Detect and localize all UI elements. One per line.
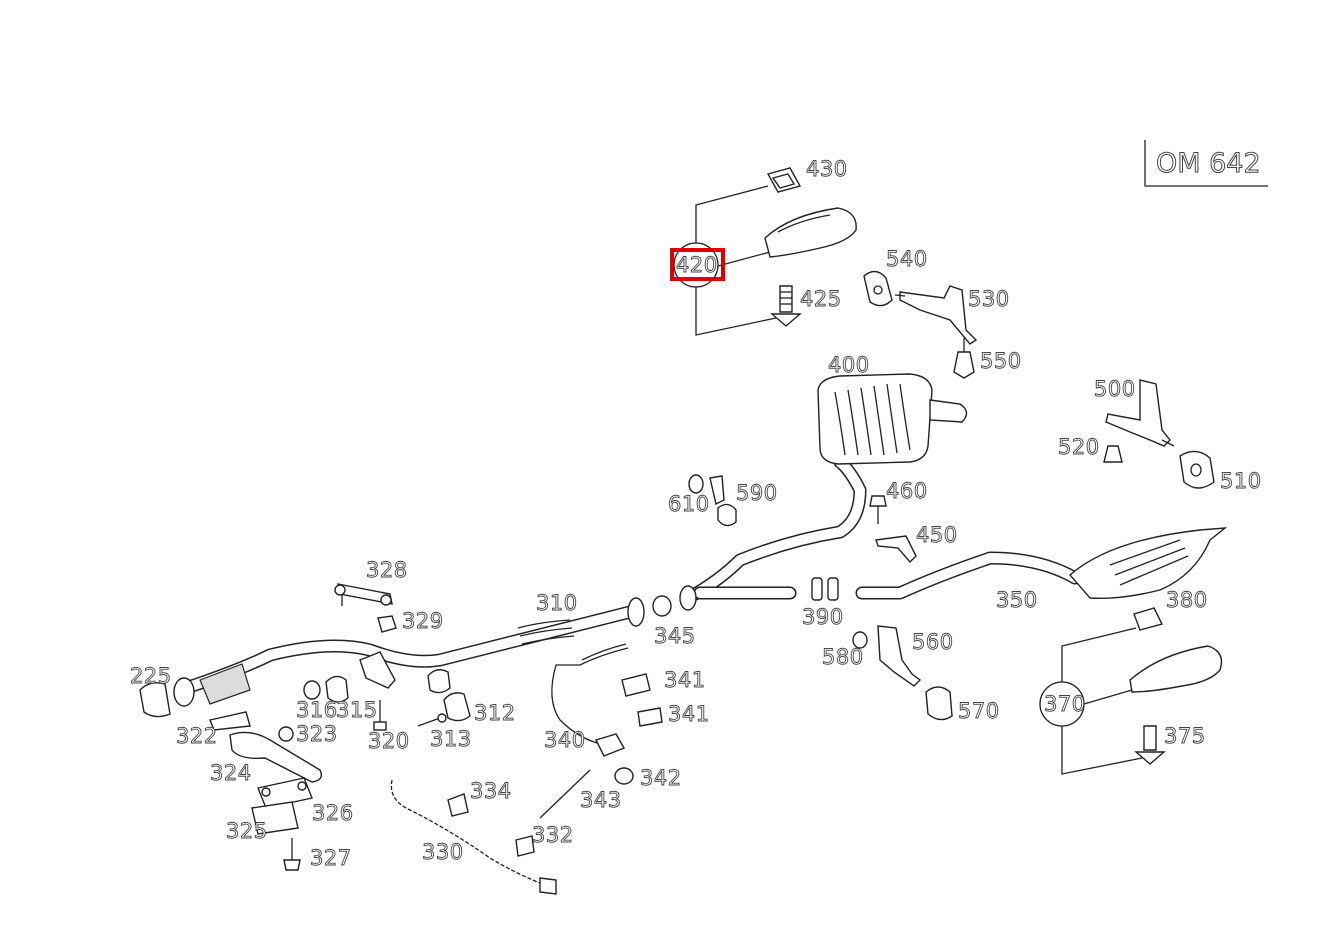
holder-341a: [621, 673, 651, 697]
clip-334: [447, 793, 469, 817]
label-450[interactable]: 450: [916, 523, 958, 548]
tailpipe-trim-420: [764, 207, 857, 258]
sensor-340: [595, 733, 626, 757]
sensor-cables: [390, 643, 663, 895]
label-350[interactable]: 350: [996, 588, 1038, 613]
bolt-460: [869, 495, 887, 507]
holder-341b: [637, 707, 663, 727]
hangers-right: [688, 379, 1215, 721]
label-380[interactable]: 380: [1166, 588, 1208, 613]
label-323[interactable]: 323: [296, 722, 338, 747]
label-326[interactable]: 326: [312, 801, 354, 826]
label-325[interactable]: 325: [226, 819, 268, 844]
rubber-315: [325, 675, 349, 703]
label-510[interactable]: 510: [1220, 469, 1262, 494]
hanger-group-530: [863, 270, 978, 379]
label-460[interactable]: 460: [886, 479, 928, 504]
nut-323: [278, 726, 294, 742]
label-370[interactable]: 370: [1044, 692, 1086, 717]
bracket-500: [1105, 379, 1171, 447]
label-375[interactable]: 375: [1164, 724, 1206, 749]
small-parts-left: [209, 583, 471, 871]
label-550[interactable]: 550: [980, 349, 1022, 374]
label-332[interactable]: 332: [532, 823, 574, 848]
clamp-345: [652, 595, 672, 617]
exhaust-pipe-system: [139, 373, 1228, 718]
catalyst-225-section: [199, 663, 251, 705]
label-345[interactable]: 345: [654, 624, 696, 649]
rubber-510: [1179, 450, 1215, 489]
bushing-312: [443, 692, 471, 722]
bracket-450: [875, 535, 917, 564]
label-330[interactable]: 330: [422, 840, 464, 865]
washer-316: [303, 680, 321, 700]
label-328[interactable]: 328: [366, 558, 408, 583]
bracket-322: [209, 711, 251, 731]
label-310[interactable]: 310: [536, 591, 578, 616]
sensor-330: [539, 877, 557, 895]
nut-610: [688, 474, 704, 494]
label-315[interactable]: 315: [336, 698, 378, 723]
label-341b[interactable]: 341: [668, 702, 710, 727]
bolt-520: [1103, 445, 1123, 463]
grommet-342: [614, 767, 634, 785]
label-320[interactable]: 320: [368, 729, 410, 754]
engine-label: OM 642: [1156, 148, 1261, 179]
label-570[interactable]: 570: [958, 699, 1000, 724]
bolt-550: [953, 351, 975, 379]
label-313[interactable]: 313: [430, 727, 472, 752]
label-530[interactable]: 530: [968, 287, 1010, 312]
label-343[interactable]: 343: [580, 788, 622, 813]
plate-325: [251, 801, 299, 835]
label-590[interactable]: 590: [736, 481, 778, 506]
label-420[interactable]: 420: [676, 253, 718, 278]
screw-375: [1143, 725, 1157, 751]
label-500[interactable]: 500: [1094, 377, 1136, 402]
label-225[interactable]: 225: [130, 664, 172, 689]
pipe-flange-front: [173, 677, 195, 707]
tailpipe-trim-370: [1129, 645, 1223, 693]
rubber-570: [925, 686, 953, 721]
label-520[interactable]: 520: [1058, 435, 1100, 460]
probe-343: [539, 769, 591, 819]
label-341a[interactable]: 341: [664, 668, 706, 693]
label-334[interactable]: 334: [470, 779, 512, 804]
clamp-390: [811, 577, 823, 601]
label-425[interactable]: 425: [800, 287, 842, 312]
label-324[interactable]: 324: [210, 761, 252, 786]
part-labels: 430 420 425 540 530 550 400 500 520 510 …: [130, 157, 1262, 871]
clip-380: [1133, 607, 1164, 631]
label-312[interactable]: 312: [474, 701, 516, 726]
highlight-box: [670, 248, 725, 281]
engine-label-box: OM 642: [1144, 140, 1268, 187]
rubber-590: [717, 503, 737, 527]
plate-324: [229, 731, 323, 783]
bolt-327: [283, 859, 301, 871]
label-430[interactable]: 430: [806, 157, 848, 182]
label-316[interactable]: 316: [296, 698, 338, 723]
clip-332: [515, 835, 535, 857]
label-560[interactable]: 560: [912, 630, 954, 655]
label-610[interactable]: 610: [668, 492, 710, 517]
label-400[interactable]: 400: [828, 353, 870, 378]
rubber-mount-540: [863, 270, 893, 307]
label-342[interactable]: 342: [640, 766, 682, 791]
nut-329: [377, 615, 397, 633]
label-340[interactable]: 340: [544, 728, 586, 753]
label-327[interactable]: 327: [310, 846, 352, 871]
label-580[interactable]: 580: [822, 645, 864, 670]
group-370-tailpipe-trim: [1039, 607, 1223, 775]
clamp-225: [139, 682, 171, 718]
label-322[interactable]: 322: [176, 724, 218, 749]
silencer-400: [817, 373, 933, 465]
label-390[interactable]: 390: [802, 605, 844, 630]
group-420-tailpipe-trim: [673, 167, 857, 336]
bracket-530: [899, 285, 978, 345]
label-540[interactable]: 540: [886, 247, 928, 272]
screw-425: [779, 285, 793, 313]
nut-580: [852, 631, 868, 649]
bracket-560: [877, 625, 922, 687]
label-329[interactable]: 329: [402, 609, 444, 634]
